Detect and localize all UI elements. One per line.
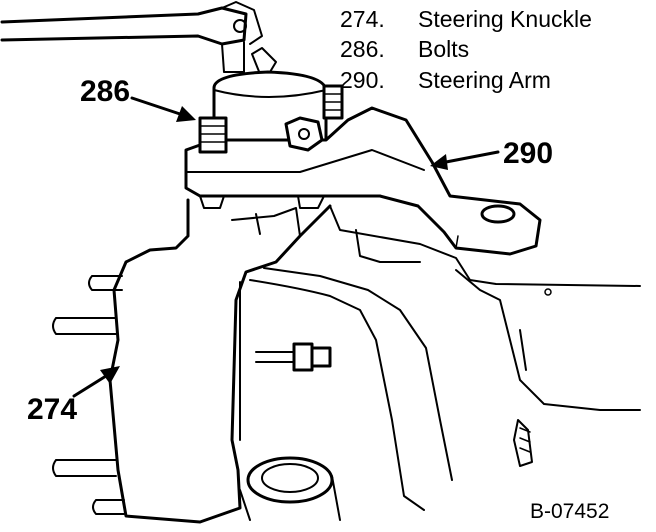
legend-number-274: 274. bbox=[340, 6, 385, 32]
legend-label-steering-arm: Steering Arm bbox=[418, 67, 551, 93]
callout-274-label: 274 bbox=[27, 393, 77, 426]
callout-steering-knuckle: 274 bbox=[27, 366, 120, 426]
legend-label-bolts: Bolts bbox=[418, 36, 469, 62]
axle-housing bbox=[329, 205, 641, 467]
callout-286-label: 286 bbox=[80, 75, 130, 108]
tie-rod bbox=[0, 1, 263, 73]
center-nut bbox=[284, 116, 324, 152]
steering-arm bbox=[184, 106, 542, 256]
figure-id: B-07452 bbox=[530, 500, 609, 523]
steering-knuckle-body bbox=[108, 198, 453, 524]
callout-bolts: 286 bbox=[80, 75, 196, 122]
legend: 274. Steering Knuckle 286. Bolts 290. St… bbox=[340, 6, 592, 93]
legend-label-steering-knuckle: Steering Knuckle bbox=[418, 6, 592, 32]
callout-290-arrowhead bbox=[430, 154, 448, 170]
callout-290-leader bbox=[444, 150, 500, 164]
bolt-left bbox=[198, 116, 228, 154]
callout-steering-arm: 290 bbox=[430, 137, 553, 170]
legend-number-290: 290. bbox=[340, 67, 385, 93]
callout-274-arrowhead bbox=[100, 366, 120, 384]
lower-nuts bbox=[199, 195, 325, 209]
spindle-opening bbox=[239, 456, 341, 521]
wheel-studs bbox=[52, 275, 125, 515]
interior-bolt bbox=[255, 342, 332, 372]
callout-274-leader bbox=[72, 374, 108, 398]
callout-286-leader bbox=[130, 96, 182, 116]
callout-286-arrowhead bbox=[176, 106, 196, 122]
callout-290-label: 290 bbox=[503, 137, 553, 170]
legend-number-286: 286. bbox=[340, 36, 385, 62]
bolt-right bbox=[322, 84, 344, 120]
